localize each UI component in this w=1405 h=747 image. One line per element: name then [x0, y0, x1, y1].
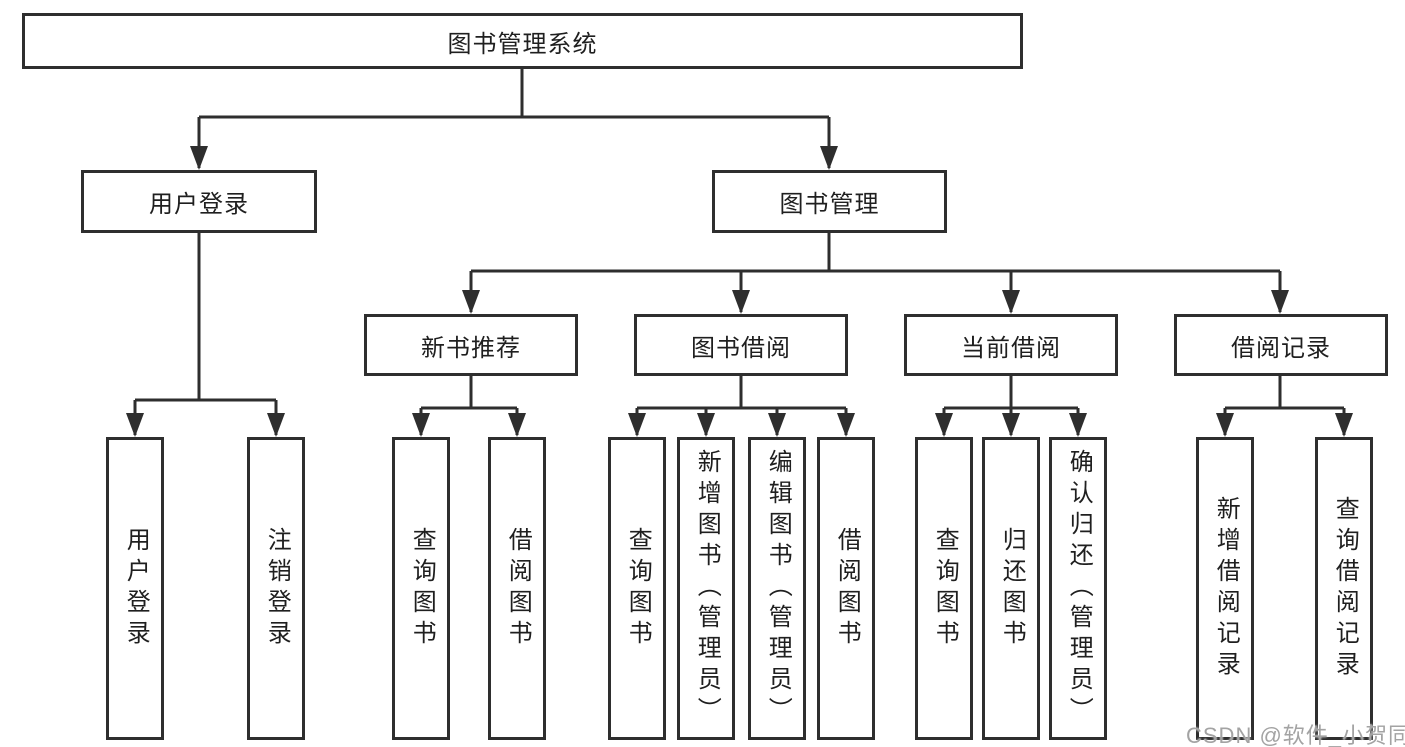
connector-book-borrow-to-leaves: [635, 376, 848, 435]
leaf-query-borrow-record: 查询借阅记录: [1315, 437, 1373, 740]
leaf-confirm-return-admin: 确认归还（管理员）: [1049, 437, 1107, 740]
leaf-return-books-label: 归还图书: [998, 526, 1026, 651]
connector-root-to-level2: [197, 69, 831, 168]
node-user-login-label: 用户登录: [149, 191, 249, 218]
connector-new-books-to-leaves: [419, 376, 519, 435]
leaf-confirm-return-admin-label: 确认归还（管理员）: [1065, 449, 1093, 728]
node-borrow-records-label: 借阅记录: [1231, 334, 1331, 362]
connector-book-mgmt-to-level3: [469, 233, 1282, 312]
leaf-user-login: 用户登录: [106, 437, 164, 740]
watermark: CSDN @软件_小贺同学: [1186, 723, 1405, 747]
node-book-borrowing-label: 图书借阅: [691, 334, 791, 362]
node-user-login: 用户登录: [81, 170, 317, 233]
leaf-add-book-admin-label: 新增图书（管理员）: [693, 449, 721, 728]
leaf-add-borrow-record-label: 新增借阅记录: [1212, 495, 1240, 682]
node-root: 图书管理系统: [22, 13, 1023, 69]
leaf-borrow-books-recommend: 借阅图书: [488, 437, 546, 740]
leaf-return-books: 归还图书: [982, 437, 1040, 740]
leaf-logout: 注销登录: [247, 437, 305, 740]
leaf-borrow-books-borrowing: 借阅图书: [817, 437, 875, 740]
leaf-query-books-borrowing-label: 查询图书: [624, 526, 652, 651]
arrowheads: [126, 146, 1353, 437]
node-new-book-recommend: 新书推荐: [364, 314, 578, 376]
leaf-edit-book-admin: 编辑图书（管理员）: [748, 437, 806, 740]
node-new-book-recommend-label: 新书推荐: [421, 334, 521, 362]
node-book-management: 图书管理: [712, 170, 947, 233]
node-borrow-records: 借阅记录: [1174, 314, 1388, 376]
leaf-query-books-recommend-label: 查询图书: [408, 526, 436, 651]
leaf-add-borrow-record: 新增借阅记录: [1196, 437, 1254, 740]
connector-user-login-to-leaves: [133, 233, 278, 435]
node-book-management-label: 图书管理: [779, 191, 880, 218]
leaf-edit-book-admin-label: 编辑图书（管理员）: [764, 449, 792, 728]
connector-borrow-records-to-leaves: [1223, 376, 1346, 435]
node-root-label: 图书管理系统: [447, 30, 598, 58]
node-current-borrowing-label: 当前借阅: [961, 334, 1061, 362]
leaf-query-books-current: 查询图书: [915, 437, 973, 740]
leaf-borrow-books-borrowing-label: 借阅图书: [833, 526, 861, 651]
leaf-user-login-label: 用户登录: [122, 526, 150, 651]
leaf-add-book-admin: 新增图书（管理员）: [677, 437, 735, 740]
leaf-borrow-books-recommend-label: 借阅图书: [504, 526, 532, 651]
leaf-logout-label: 注销登录: [263, 526, 291, 651]
node-current-borrowing: 当前借阅: [904, 314, 1118, 376]
leaf-query-books-recommend: 查询图书: [392, 437, 450, 740]
leaf-query-books-borrowing: 查询图书: [608, 437, 666, 740]
leaf-query-borrow-record-label: 查询借阅记录: [1331, 495, 1359, 682]
node-book-borrowing: 图书借阅: [634, 314, 848, 376]
leaf-query-books-current-label: 查询图书: [931, 526, 959, 651]
